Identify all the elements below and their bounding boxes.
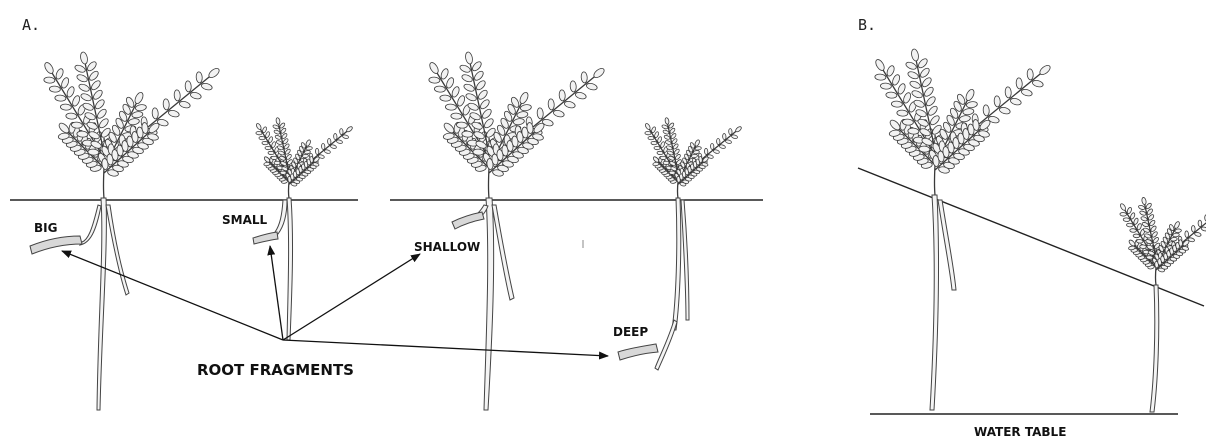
roots-a1-small — [275, 198, 293, 340]
plant-a1-large — [43, 51, 221, 198]
panel-b-letter: B. — [858, 16, 876, 34]
fragment-small — [253, 232, 278, 244]
arrow-to-deep — [283, 340, 608, 356]
label-root-fragments: ROOT FRAGMENTS — [197, 361, 354, 379]
label-small: SMALL — [222, 213, 268, 227]
roots-b-small — [1150, 285, 1159, 412]
roots-b-large — [930, 195, 956, 410]
plant-a1-small — [255, 117, 353, 198]
arrow-to-shallow — [283, 254, 420, 340]
roots-a2-large — [470, 198, 514, 410]
label-shallow: SHALLOW — [414, 240, 480, 254]
arrows — [62, 246, 608, 356]
roots-a1-large — [80, 198, 129, 410]
panel-a-letter: A. — [22, 16, 40, 34]
plant-a2-large — [428, 51, 606, 198]
fragment-big — [30, 236, 82, 254]
label-water-table: WATER TABLE — [974, 425, 1066, 439]
plant-b-small — [1119, 197, 1206, 285]
fragment-deep — [618, 344, 658, 360]
plant-b-large — [874, 48, 1052, 195]
label-deep: DEEP — [613, 325, 648, 339]
label-big: BIG — [34, 221, 57, 235]
roots-a2-small — [655, 198, 689, 370]
plant-a2-small — [644, 117, 742, 198]
arrow-to-big — [62, 251, 283, 340]
fragment-shallow — [452, 212, 484, 229]
arrow-to-small — [270, 246, 283, 340]
